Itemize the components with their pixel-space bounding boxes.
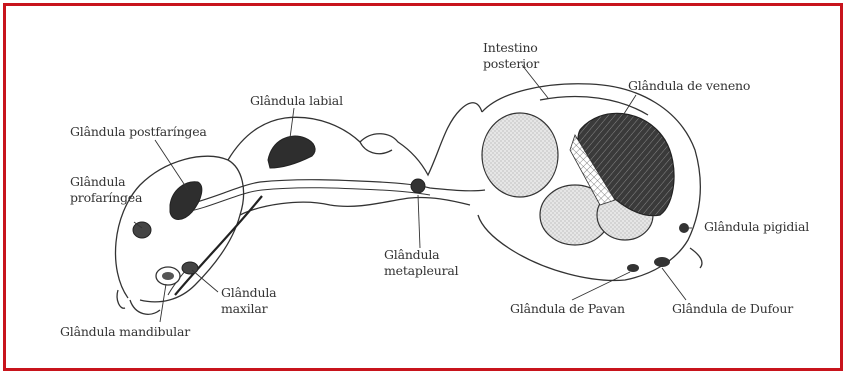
- labial-gland: [268, 136, 315, 168]
- crop: [482, 113, 558, 197]
- pavan-gland: [627, 264, 639, 272]
- label-intestino-posterior: Intestino posterior: [483, 40, 539, 72]
- label-glandula-labial: Glândula labial: [250, 93, 343, 109]
- label-glandula-dufour: Glândula de Dufour: [672, 301, 793, 317]
- label-glandula-maxilar: Glândula maxilar: [221, 285, 276, 317]
- label-glandula-pigidial: Glândula pigidial: [704, 219, 809, 235]
- thorax-lower: [240, 197, 470, 215]
- dufour-gland: [654, 257, 670, 267]
- petiole: [360, 142, 392, 154]
- label-glandula-veneno: Glândula de veneno: [628, 78, 750, 94]
- gaster-inner: [540, 96, 648, 115]
- metapleural-gland: [411, 179, 425, 193]
- propharyngeal-gland: [133, 222, 151, 238]
- label-glandula-mandibular: Glândula mandibular: [60, 324, 190, 340]
- label-glandula-postfaringea: Glândula postfaríngea: [70, 124, 207, 140]
- label-glandula-pavan: Glândula de Pavan: [510, 301, 625, 317]
- maxillary-gland: [182, 262, 198, 274]
- thorax-outline: [228, 103, 482, 175]
- digestive-canal: [185, 180, 485, 205]
- label-glandula-profaringea: Glândula profaríngea: [70, 174, 142, 206]
- label-glandula-metapleural: Glândula metapleural: [384, 247, 458, 279]
